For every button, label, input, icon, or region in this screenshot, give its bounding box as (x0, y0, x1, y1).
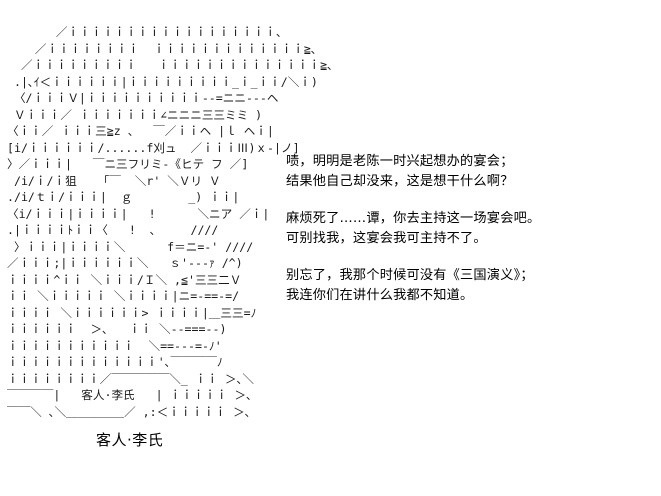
ascii-art-portrait: ／ｉｉｉｉｉｉｉｉｉｉｉｉｉｉｉｉｉｉ､ ／ｉｉｉｉｉｉｉｉ ｉｉｉｉｉｉｉｉｉ… (6, 25, 333, 419)
dialogue-line-2: 麻烦死了……谭，你去主持这一场宴会吧。 可别找我，这宴会我可主持不了。 (286, 211, 541, 246)
dialogue-panel: 啧，明明是老陈一时兴起想办的宴会； 结果他自己却没来，这是想干什么啊？ 麻烦死了… (286, 152, 656, 305)
dialogue-line-3: 别忘了，我那个时候可没有《三国演义》； 我连你们在讲什么我都不知道。 (286, 268, 534, 303)
character-name-plate: 客人·李氏 (96, 431, 164, 449)
dialogue-line-1: 啧，明明是老陈一时兴起想办的宴会； 结果他自己却没来，这是想干什么啊？ (286, 154, 514, 189)
